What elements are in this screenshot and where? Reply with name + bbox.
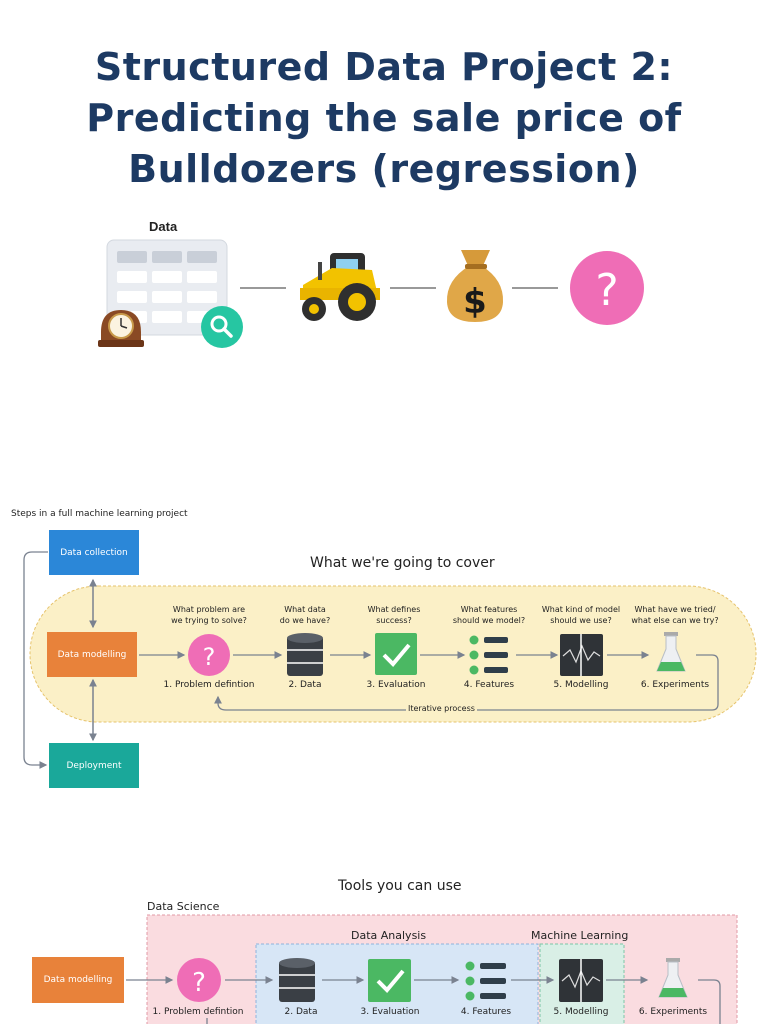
question-icon: ? (188, 634, 230, 676)
question-5-line-1: What kind of model (541, 605, 621, 614)
tools-diagram: ? (126, 914, 738, 1024)
question-3-line-1: What defines (367, 605, 421, 614)
feature-list-icon-tools (465, 961, 506, 1001)
title-line-3: Bulldozers (regression) (128, 147, 640, 191)
data-flow: $ ? (98, 239, 644, 348)
data-collection-box: Data collection (49, 530, 139, 575)
data-analysis-label: Data Analysis (351, 929, 427, 942)
question-6-line-1: What have we tried/ (634, 605, 716, 614)
magnifier-icon (201, 306, 243, 348)
data-modelling-label-tools: Data modelling (43, 975, 113, 985)
deployment-label: Deployment (66, 760, 122, 771)
step-3-label: 3. Evaluation (366, 680, 426, 690)
question-4-line-1: What features (460, 605, 518, 614)
page-title: Structured Data Project 2: Predicting th… (0, 42, 768, 195)
machine-learning-label: Machine Learning (531, 929, 629, 942)
tools-step-3-label: 3. Evaluation (360, 1007, 420, 1017)
svg-text:$: $ (463, 282, 487, 322)
question-3-line-2: success? (376, 616, 412, 625)
question-1-line-2: we trying to solve? (171, 616, 247, 625)
model-chart-icon (560, 634, 603, 676)
question-5-line-2: should we use? (550, 616, 612, 625)
step-1-label: 1. Problem defintion (163, 680, 255, 690)
question-1: What problem are we trying to solve? (159, 604, 259, 626)
flask-icon-tools (658, 958, 688, 998)
tools-title: Tools you can use (338, 878, 462, 894)
question-4: What features should we model? (439, 604, 539, 626)
question-circle-icon: ? (570, 251, 644, 325)
data-science-label: Data Science (147, 900, 220, 913)
question-icon-tools: ? (177, 958, 221, 1002)
question-4-line-2: should we model? (452, 616, 526, 625)
question-2-line-1: What data (284, 605, 326, 614)
mantel-clock-icon (98, 310, 144, 347)
data-modelling-label: Data modelling (57, 649, 127, 660)
question-mark-small: ? (203, 643, 216, 671)
question-2-line-2: do we have? (279, 616, 331, 625)
question-mark: ? (595, 265, 618, 316)
question-mark-tools: ? (192, 968, 206, 998)
data-label: Data (149, 219, 178, 234)
model-chart-icon-tools (559, 959, 603, 1002)
question-1-line-1: What problem are (172, 605, 246, 614)
tools-step-4-label: 4. Features (460, 1007, 512, 1017)
step-6-label: 6. Experiments (640, 680, 710, 690)
title-line-2: Predicting the sale price of (86, 96, 682, 140)
deployment-box: Deployment (49, 743, 139, 788)
step-4-label: 4. Features (463, 680, 515, 690)
step-5-label: 5. Modelling (553, 680, 609, 690)
tools-step-1-label: 1. Problem defintion (152, 1007, 244, 1017)
steps-heading: Steps in a full machine learning project (11, 509, 188, 519)
data-modelling-box: Data modelling (47, 632, 137, 677)
tractor-icon (300, 253, 380, 321)
question-5: What kind of model should we use? (531, 604, 631, 626)
data-collection-label: Data collection (60, 547, 128, 558)
step-2-label: 2. Data (288, 680, 322, 690)
tools-step-5-label: 5. Modelling (553, 1007, 609, 1017)
tools-step-6-label: 6. Experiments (638, 1007, 708, 1017)
flask-icon (656, 632, 686, 672)
database-icon (287, 633, 323, 676)
question-6: What have we tried/ what else can we try… (622, 604, 728, 626)
checkmark-icon-tools (368, 959, 411, 1002)
checkmark-icon (375, 633, 417, 675)
question-6-line-2: what else can we try? (631, 616, 719, 625)
cover-title: What we're going to cover (310, 555, 495, 571)
question-3: What defines success? (344, 604, 444, 626)
data-modelling-box-tools: Data modelling (32, 957, 124, 1003)
question-2: What data do we have? (255, 604, 355, 626)
steps-connectors: ? (23, 551, 757, 769)
title-line-1: Structured Data Project 2: (94, 45, 674, 89)
money-bag-icon: $ (446, 250, 504, 322)
feature-list-icon (469, 635, 508, 675)
tools-step-2-label: 2. Data (284, 1007, 318, 1017)
table-icon (106, 239, 228, 336)
iterative-label: Iterative process (406, 704, 477, 713)
database-icon-tools (279, 958, 315, 1002)
